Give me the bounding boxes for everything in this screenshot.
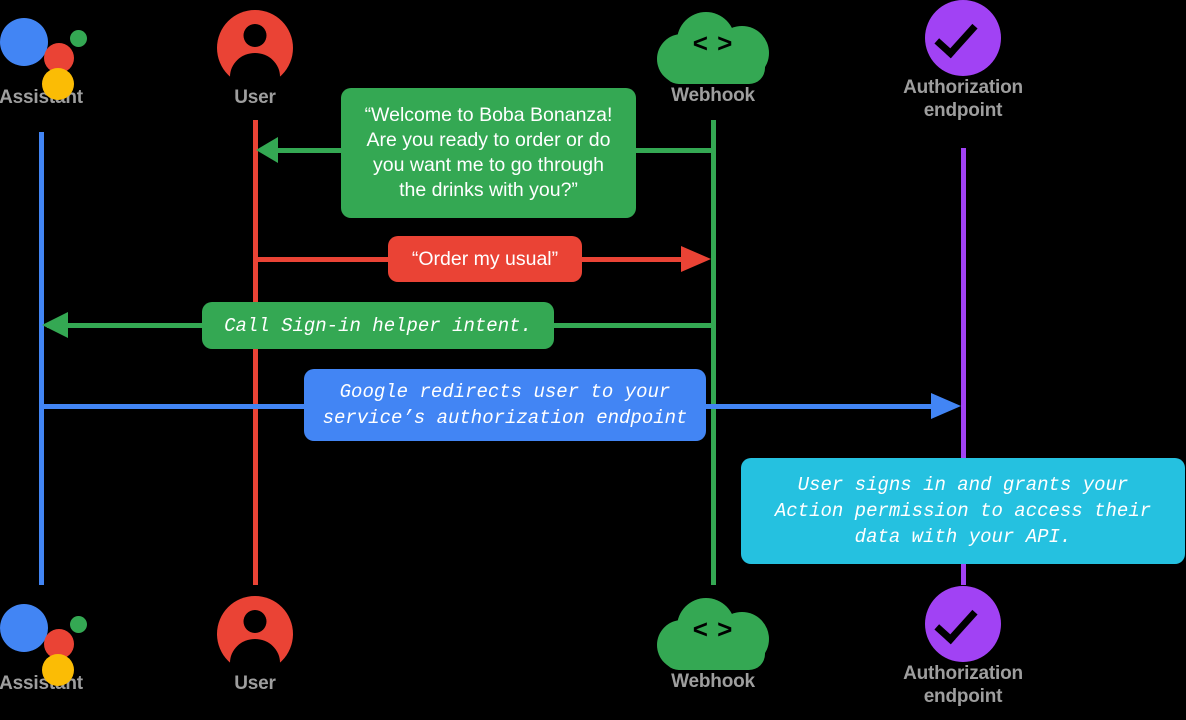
actor-label-user-top: User xyxy=(234,87,276,108)
assistant-dot-green xyxy=(70,30,87,47)
user-avatar-icon xyxy=(217,596,293,672)
lifeline-webhook xyxy=(711,120,716,585)
actor-user-bottom: User xyxy=(165,596,345,695)
arrowhead-redirect-right xyxy=(931,393,961,419)
actor-label-webhook-bottom: Webhook xyxy=(671,671,755,692)
assistant-dot-blue xyxy=(0,18,48,66)
actor-label-user-bottom: User xyxy=(234,673,276,694)
webhook-icon-slot: < > xyxy=(623,8,803,84)
user-icon-slot xyxy=(165,10,345,86)
purple-check-circle-icon xyxy=(925,0,1001,76)
actor-webhook-bottom: < > Webhook xyxy=(623,594,803,693)
cloud-code-icon: < > xyxy=(657,12,769,84)
message-bubble-welcome: “Welcome to Boba Bonanza! Are you ready … xyxy=(341,88,636,218)
actor-auth-top: Authorization endpoint xyxy=(873,0,1053,122)
purple-check-circle-icon xyxy=(925,586,1001,662)
auth-icon-slot-bottom xyxy=(873,586,1053,662)
user-avatar-head xyxy=(243,24,267,47)
google-assistant-icon xyxy=(0,596,87,686)
actor-label-webhook-top: Webhook xyxy=(671,85,755,106)
actor-assistant-top: Assistant xyxy=(0,10,131,109)
arrowhead-welcome-left xyxy=(256,137,278,163)
lifeline-auth xyxy=(961,148,966,585)
assistant-dot-green xyxy=(70,616,87,633)
user-avatar-body xyxy=(230,53,280,86)
user-icon-slot-bottom xyxy=(165,596,345,672)
cloud-base xyxy=(663,52,765,84)
message-bubble-grant: User signs in and grants your Action per… xyxy=(741,458,1185,564)
google-assistant-icon xyxy=(0,10,87,100)
actor-auth-bottom: Authorization endpoint xyxy=(873,586,1053,708)
actor-webhook-top: < > Webhook xyxy=(623,8,803,107)
message-bubble-order: “Order my usual” xyxy=(388,236,582,282)
code-brackets-icon: < > xyxy=(692,614,734,644)
user-avatar-head xyxy=(243,610,267,633)
actor-user-top: User xyxy=(165,10,345,109)
user-avatar-body xyxy=(230,639,280,672)
arrowhead-signin-left xyxy=(42,312,68,338)
actor-label-auth-top: Authorization endpoint xyxy=(903,77,1023,121)
checkmark-icon xyxy=(934,599,978,645)
user-avatar-icon xyxy=(217,10,293,86)
lifeline-assistant xyxy=(39,132,44,585)
code-brackets-icon: < > xyxy=(692,28,734,58)
cloud-code-icon: < > xyxy=(657,598,769,670)
assistant-icon-slot-bottom xyxy=(0,596,131,686)
assistant-dot-yellow xyxy=(42,654,74,686)
assistant-dot-yellow xyxy=(42,68,74,100)
actor-assistant-bottom: Assistant xyxy=(0,596,131,695)
cloud-base xyxy=(663,638,765,670)
webhook-icon-slot-bottom: < > xyxy=(623,594,803,670)
assistant-dot-blue xyxy=(0,604,48,652)
message-bubble-signin: Call Sign-in helper intent. xyxy=(202,302,554,349)
arrowhead-order-right xyxy=(681,246,711,272)
checkmark-icon xyxy=(934,13,978,59)
assistant-icon-slot xyxy=(0,10,131,100)
auth-icon-slot xyxy=(873,0,1053,76)
lifeline-user xyxy=(253,120,258,585)
message-bubble-redirect: Google redirects user to your service’s … xyxy=(304,369,706,441)
actor-label-auth-bottom: Authorization endpoint xyxy=(903,663,1023,707)
